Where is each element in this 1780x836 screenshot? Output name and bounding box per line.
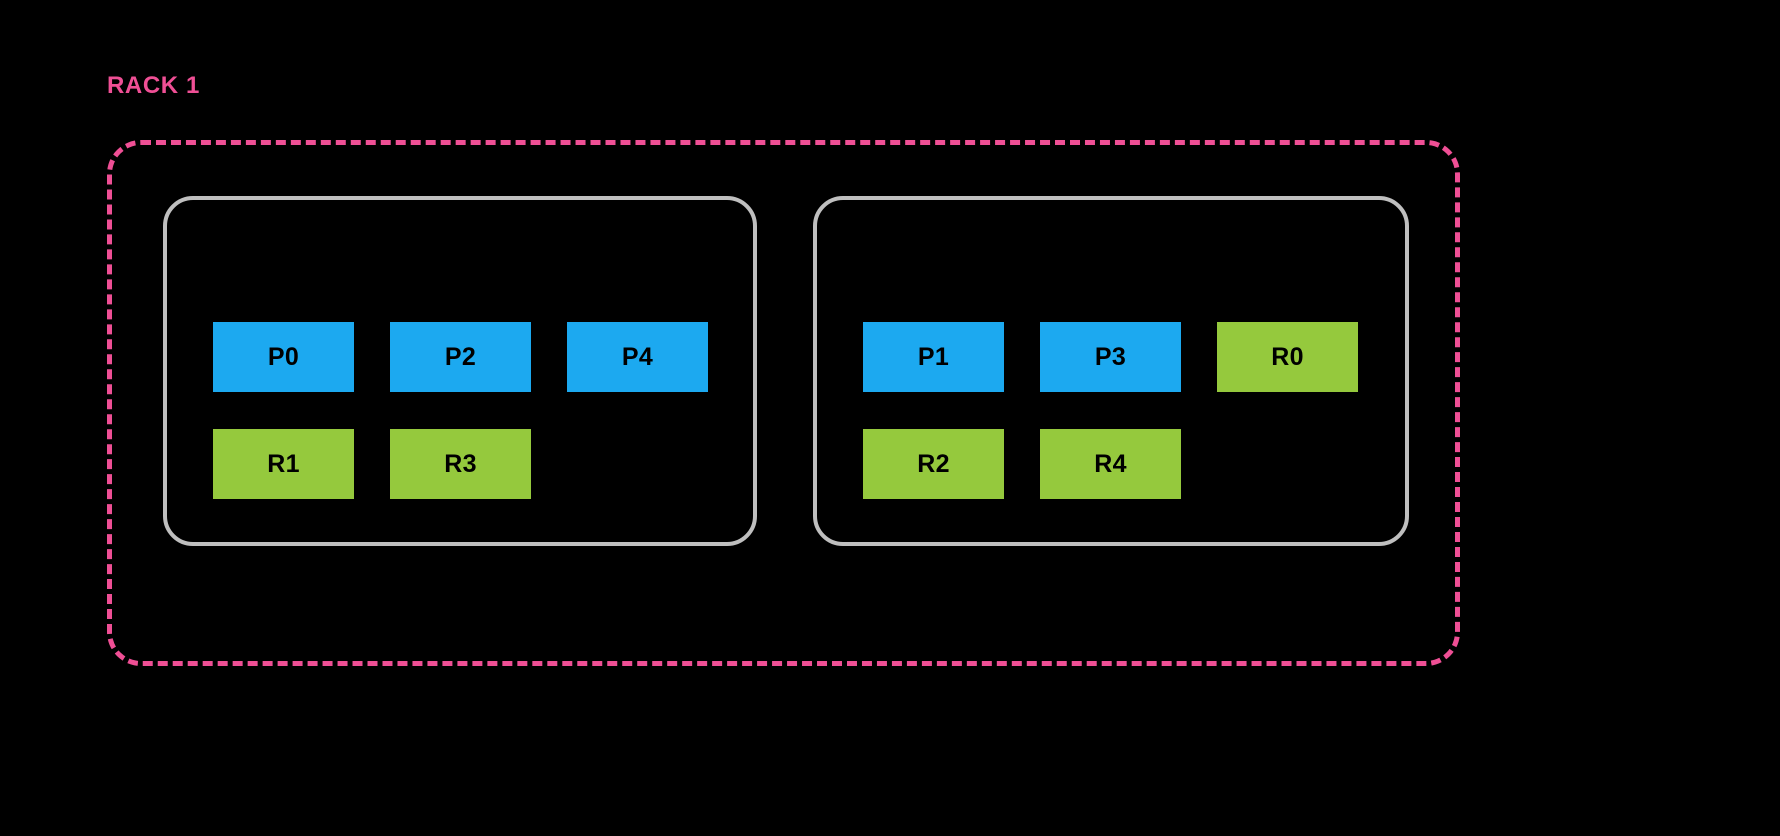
shard-chip-r3[interactable]: R3 [390,429,531,499]
node-left-primary-row: P0 P2 P4 [213,322,708,392]
shard-chip-r2[interactable]: R2 [863,429,1004,499]
node-box-left: P0 P2 P4 R1 R3 [163,196,757,546]
shard-chip-p1[interactable]: P1 [863,322,1004,392]
rack-label: RACK 1 [107,72,200,99]
shard-chip-p4[interactable]: P4 [567,322,708,392]
shard-chip-r1[interactable]: R1 [213,429,354,499]
shard-chip-r0[interactable]: R0 [1217,322,1358,392]
node-box-right: P1 P3 R0 R2 R4 [813,196,1409,546]
node-right-replica-row: R2 R4 [863,429,1181,499]
shard-chip-p2[interactable]: P2 [390,322,531,392]
rack-boundary [107,140,1460,666]
shard-chip-p0[interactable]: P0 [213,322,354,392]
shard-chip-r4[interactable]: R4 [1040,429,1181,499]
node-right-primary-row: P1 P3 R0 [863,322,1358,392]
node-left-replica-row: R1 R3 [213,429,531,499]
shard-chip-p3[interactable]: P3 [1040,322,1181,392]
